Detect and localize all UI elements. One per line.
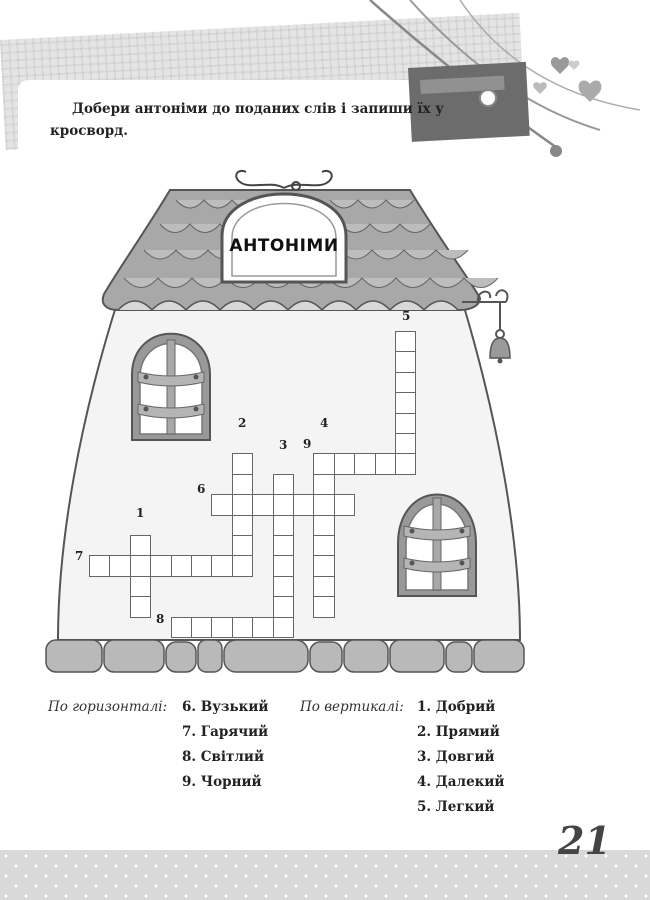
house-title: АНТОНІМИ — [229, 236, 339, 256]
foundation-stones — [45, 639, 525, 673]
crossword-cell[interactable] — [170, 555, 192, 577]
crossword-cell[interactable] — [313, 453, 335, 475]
clue-number: 3 — [279, 438, 288, 452]
clue-number: 2 — [238, 416, 247, 430]
crossword-cell[interactable] — [231, 494, 254, 516]
clue-horizontal-9: 9. Чорний — [182, 774, 262, 790]
clue-vertical-1: 1. Добрий — [417, 699, 496, 715]
clue-number: 7 — [75, 549, 84, 563]
crossword-cell[interactable] — [333, 453, 356, 475]
heart-icon — [578, 80, 602, 102]
crossword-cell[interactable] — [89, 555, 111, 577]
crossword-cell[interactable] — [272, 555, 294, 577]
crossword-cell[interactable] — [231, 514, 254, 536]
crossword-cell[interactable] — [395, 412, 417, 434]
crossword-cell[interactable] — [313, 494, 335, 516]
crossword-cell[interactable] — [252, 494, 274, 516]
crossword-cell[interactable] — [129, 535, 152, 557]
crossword-cell[interactable] — [129, 555, 152, 577]
clue-number: 4 — [320, 416, 329, 430]
crossword-cell[interactable] — [191, 555, 213, 577]
clue-horizontal-6: 6. Вузький — [182, 699, 269, 715]
clue-vertical-2: 2. Прямий — [417, 724, 500, 740]
clue-vertical-4: 4. Далекий — [417, 774, 505, 790]
clue-horizontal-8: 8. Світлий — [182, 749, 264, 765]
clue-vertical-3: 3. Довгий — [417, 749, 495, 765]
window-left — [131, 332, 211, 441]
crossword-cell[interactable] — [395, 453, 417, 475]
page-number: 21 — [558, 818, 611, 863]
crossword-cell[interactable] — [395, 392, 417, 414]
window-right — [397, 493, 477, 597]
crossword-cell[interactable] — [313, 514, 335, 536]
crossword-cell[interactable] — [211, 616, 233, 638]
clue-number: 8 — [156, 612, 165, 626]
crossword-cell[interactable] — [395, 433, 417, 455]
crossword-cell[interactable] — [313, 473, 335, 496]
crossword-cell[interactable] — [129, 575, 152, 598]
crossword-cell[interactable] — [191, 616, 213, 638]
crossword-cell[interactable] — [231, 616, 254, 638]
crossword-cell[interactable] — [313, 575, 335, 598]
crossword-cell[interactable] — [272, 473, 294, 496]
footer-band — [0, 850, 650, 900]
crossword-cell[interactable] — [272, 494, 294, 516]
clue-vertical-5: 5. Легкий — [417, 799, 495, 815]
crossword-cell[interactable] — [109, 555, 131, 577]
crossword-cell[interactable] — [211, 555, 233, 577]
crossword-cell[interactable] — [272, 596, 294, 618]
heart-icon — [533, 82, 547, 94]
crossword-cell[interactable] — [313, 535, 335, 557]
vertical-heading: По вертикалі: — [300, 699, 404, 715]
clue-number: 6 — [197, 482, 206, 496]
crossword-cell[interactable] — [313, 555, 335, 577]
crossword-cell[interactable] — [374, 453, 396, 475]
crossword-cell[interactable] — [272, 535, 294, 557]
crossword-cell[interactable] — [170, 616, 192, 638]
crossword-cell[interactable] — [272, 514, 294, 536]
clue-horizontal-7: 7. Гарячий — [182, 724, 269, 740]
horizontal-heading: По горизонталі: — [48, 699, 168, 715]
clue-number: 5 — [402, 309, 411, 323]
crossword-cell[interactable] — [231, 453, 254, 475]
heart-icon — [550, 57, 570, 74]
crossword-cell[interactable] — [333, 494, 356, 516]
crossword-cell[interactable] — [395, 331, 417, 353]
heart-icon — [568, 60, 580, 70]
crossword-cell[interactable] — [150, 555, 172, 577]
crossword-cell[interactable] — [395, 371, 417, 394]
crossword-cell[interactable] — [354, 453, 376, 475]
crossword-cell[interactable] — [313, 596, 335, 618]
bead-icon — [550, 145, 562, 157]
crossword-cell[interactable] — [272, 575, 294, 598]
crossword-cell[interactable] — [395, 351, 417, 373]
crossword-cell[interactable] — [231, 555, 254, 577]
crossword-cell[interactable] — [231, 473, 254, 496]
clue-number: 9 — [303, 437, 312, 451]
crossword-cell[interactable] — [211, 494, 233, 516]
bell-icon — [489, 329, 511, 364]
bell-bracket — [462, 289, 509, 330]
crossword-cell[interactable] — [272, 616, 294, 638]
crossword-cell[interactable] — [231, 535, 254, 557]
swirl-ornament — [235, 170, 333, 191]
task-instruction: Добери антоніми до поданих слів і запиши… — [50, 101, 444, 139]
crossword-cell[interactable] — [252, 616, 274, 638]
crossword-cell[interactable] — [129, 596, 152, 618]
clue-number: 1 — [136, 506, 145, 520]
crossword-cell[interactable] — [293, 494, 315, 516]
